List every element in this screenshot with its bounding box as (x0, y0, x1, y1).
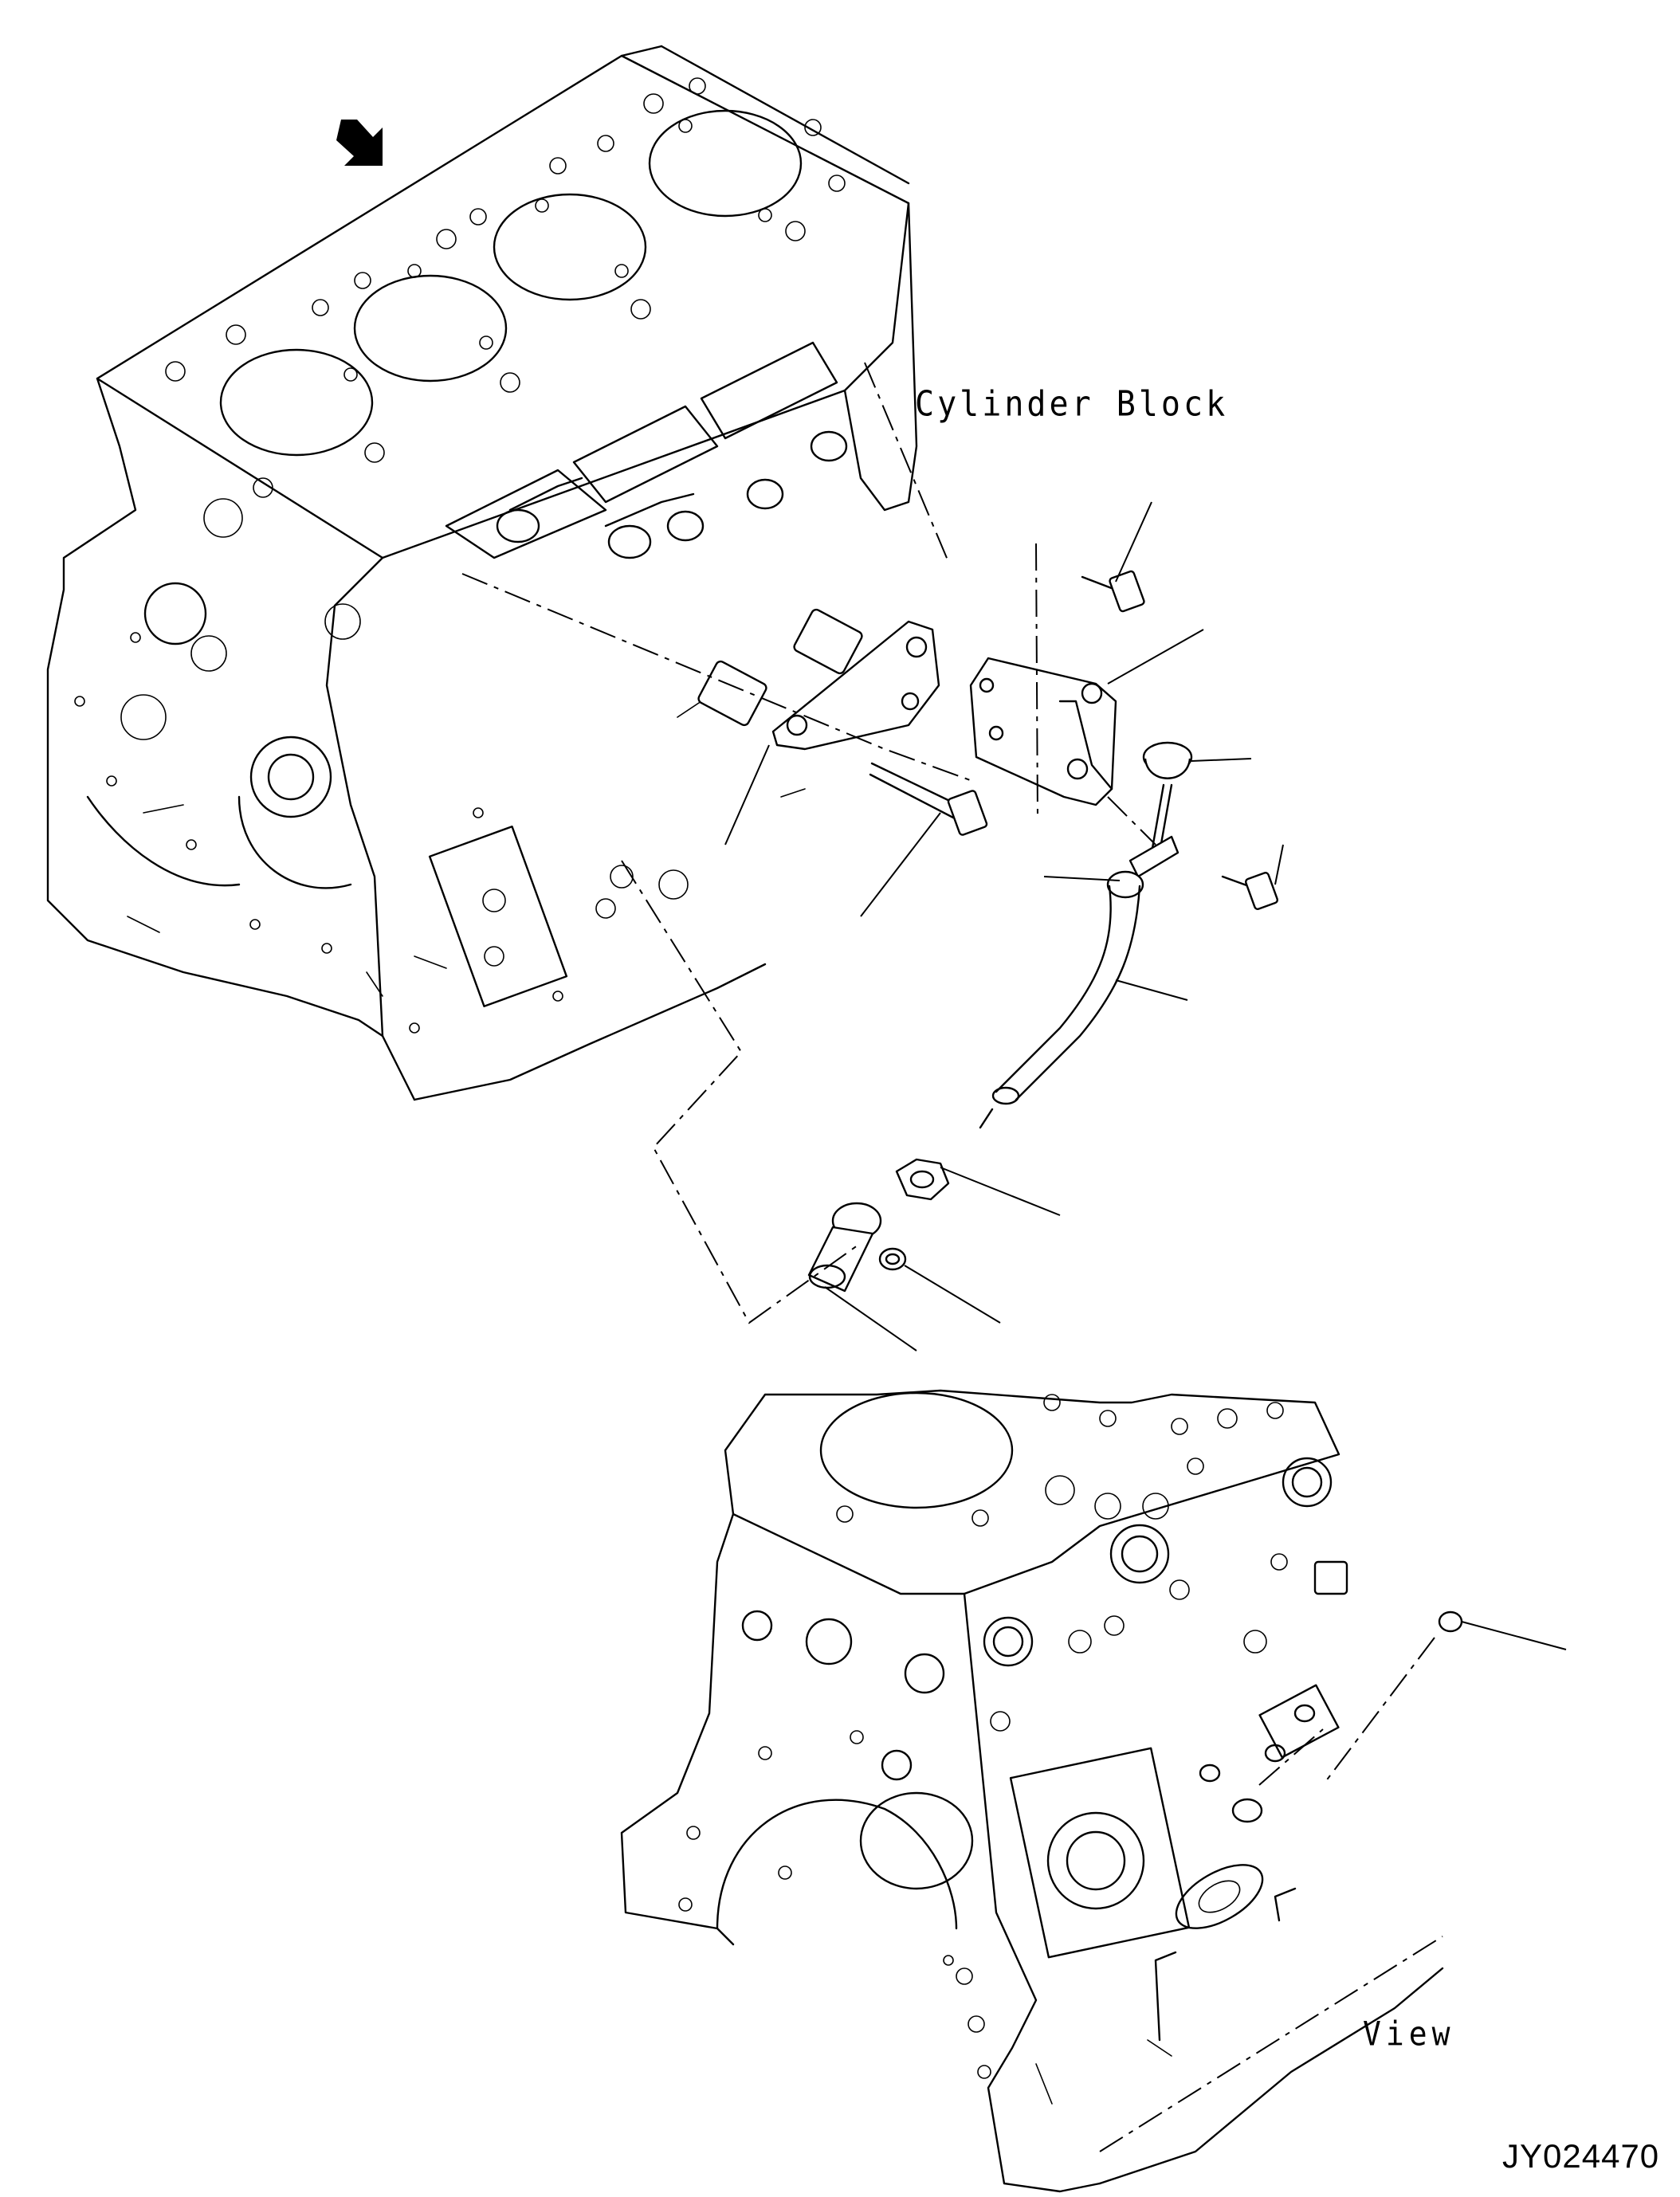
plug-fitting (1258, 1610, 1567, 1786)
leader-lines (724, 501, 1284, 1352)
drawing-code: JY024470 (1502, 2137, 1660, 2175)
assembly-centerlines (461, 362, 1156, 1324)
cylinder-block-upper (46, 45, 918, 1101)
washer (878, 1247, 907, 1271)
gauge-bracket (969, 657, 1117, 806)
dipstick-bracket (697, 608, 940, 751)
cylinder-block-label: Cylinder Block (915, 383, 1229, 425)
cylinder-block-view (620, 1389, 1444, 2193)
connector (807, 1202, 882, 1293)
bolt (1221, 872, 1279, 910)
view-label: View (1363, 2014, 1455, 2054)
bolt (1081, 570, 1145, 613)
dipstick-cap (1142, 741, 1193, 854)
view-direction-arrow-icon (336, 120, 383, 166)
dipstick-guide-tube (979, 835, 1180, 1129)
bolt-long (869, 762, 988, 836)
nut (895, 1158, 950, 1201)
